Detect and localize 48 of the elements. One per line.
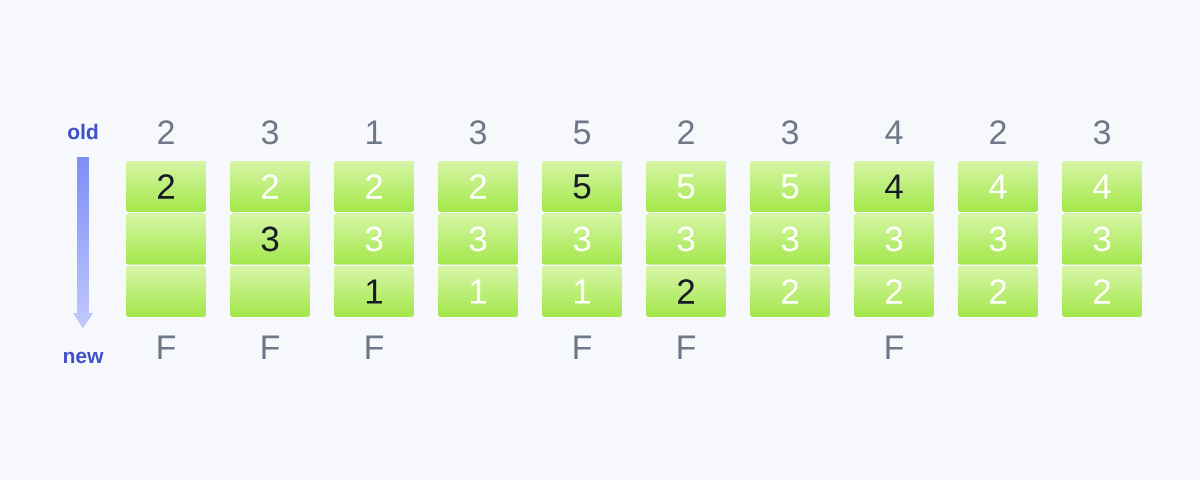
reference-number: 3: [1093, 120, 1110, 145]
fault-label: F: [574, 335, 591, 359]
frame-box: 2: [230, 161, 310, 212]
frame-box: 2: [958, 266, 1038, 317]
empty-frame-box: [126, 213, 206, 265]
empty-frame-box: [230, 266, 310, 317]
reference-number: 5: [573, 120, 591, 145]
frame-box: 3: [854, 213, 934, 265]
frame-box: 5: [646, 161, 726, 212]
frame-box: 1: [334, 266, 414, 317]
frame-box: 1: [542, 266, 622, 317]
fault-label: F: [886, 335, 903, 359]
frame-box: 2: [438, 161, 518, 212]
frame-box: 4: [854, 161, 934, 212]
fault-label: F: [262, 335, 279, 359]
frame-box: 1: [438, 266, 518, 317]
fault-label: F: [366, 335, 383, 359]
reference-number: 2: [158, 120, 174, 144]
frame-box: 3: [646, 213, 726, 265]
direction-label: new: [63, 351, 104, 364]
frame-box: 4: [958, 161, 1038, 212]
frame-box: 2: [1062, 266, 1142, 317]
frame-box: 5: [542, 161, 622, 212]
frame-box: 2: [854, 266, 934, 317]
frame-box: 3: [334, 213, 414, 265]
frame-box: 2: [750, 266, 830, 317]
reference-number: 1: [367, 120, 382, 144]
reference-number: 2: [678, 120, 694, 144]
reference-number: 2: [990, 120, 1006, 144]
frame-box: 3: [1062, 213, 1142, 265]
reference-number: 3: [781, 120, 798, 145]
frame-box: 2: [126, 161, 206, 212]
direction-label: old: [68, 123, 98, 140]
fault-label: F: [678, 335, 695, 359]
frame-box: 5: [750, 161, 830, 212]
frame-box: 2: [334, 161, 414, 212]
reference-number: 3: [261, 120, 278, 145]
frame-box: 3: [958, 213, 1038, 265]
frame-box: 3: [750, 213, 830, 265]
reference-number: 4: [885, 120, 903, 144]
reference-number: 3: [469, 120, 486, 145]
frame-box: 3: [438, 213, 518, 265]
empty-frame-box: [126, 266, 206, 317]
frame-box: 4: [1062, 161, 1142, 212]
frame-box: 3: [230, 213, 310, 265]
frame-box: 3: [542, 213, 622, 265]
frame-box: 2: [646, 266, 726, 317]
fault-label: F: [158, 335, 175, 359]
